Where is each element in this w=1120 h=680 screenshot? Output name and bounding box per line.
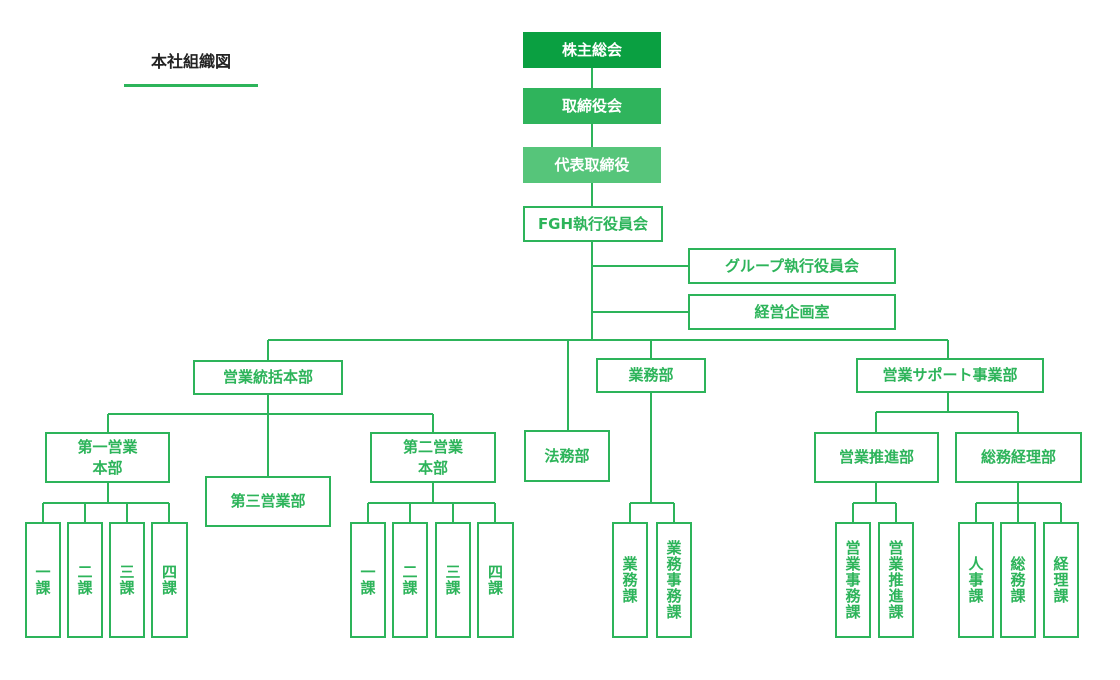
node-ops: 業務部 (596, 358, 706, 393)
node-ceo: 代表取締役 (523, 147, 661, 183)
node-admin-ka1: 人事課 (958, 522, 994, 638)
node-sales3: 第三営業部 (205, 476, 331, 527)
node-admin: 総務経理部 (955, 432, 1082, 483)
node-ops-ka1: 業務課 (612, 522, 648, 638)
node-promo-ka2: 営業推進課 (878, 522, 914, 638)
node-sales1: 第一営業 本部 (45, 432, 170, 483)
node-sales2: 第二営業 本部 (370, 432, 496, 483)
node-sales1-ka4: 四課 (151, 522, 188, 638)
node-promo-ka1: 営業事務課 (835, 522, 871, 638)
node-sales2-ka1: 一課 (350, 522, 386, 638)
node-promo: 営業推進部 (814, 432, 939, 483)
page-title: 本社組織図 (150, 52, 231, 71)
title-underline (124, 84, 258, 87)
node-sales2-ka2: 二課 (392, 522, 428, 638)
node-fgh-exec: FGH執行役員会 (523, 206, 663, 242)
node-admin-ka3: 経理課 (1043, 522, 1079, 638)
node-sales-support: 営業サポート事業部 (856, 358, 1044, 393)
node-sales2-ka3: 三課 (435, 522, 471, 638)
node-sales2-ka4: 四課 (477, 522, 514, 638)
node-planning: 経営企画室 (688, 294, 896, 330)
node-sales1-ka3: 三課 (109, 522, 145, 638)
node-legal: 法務部 (524, 430, 610, 482)
node-shareholders: 株主総会 (523, 32, 661, 68)
node-ops-ka2: 業務事務課 (656, 522, 692, 638)
node-admin-ka2: 総務課 (1000, 522, 1036, 638)
node-sales1-ka2: 二課 (67, 522, 103, 638)
node-board: 取締役会 (523, 88, 661, 124)
node-group-exec: グループ執行役員会 (688, 248, 896, 284)
node-sales1-ka1: 一課 (25, 522, 61, 638)
node-sales-hq: 営業統括本部 (193, 360, 343, 395)
